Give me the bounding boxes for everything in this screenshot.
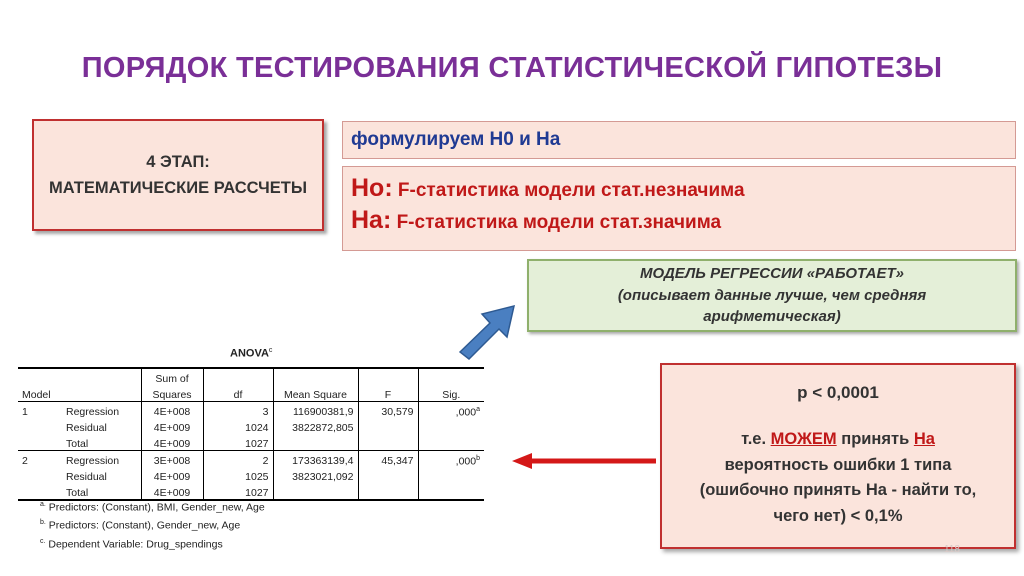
- result-prefix: т.е.: [741, 430, 771, 448]
- table-row: Residual 4E+009 1025 3823021,092: [18, 467, 484, 483]
- header-f: F: [358, 385, 419, 402]
- alternative-hypothesis: На: F-статистика модели стат.значима: [351, 205, 1015, 235]
- formulate-box: формулируем Н0 и На: [342, 121, 1016, 159]
- header-df: df: [203, 385, 274, 402]
- row-ms: 3822872,805: [273, 418, 359, 434]
- row-source: Residual: [62, 467, 142, 483]
- red-arrow-icon: [512, 453, 656, 469]
- result-line-4: чего нет) < 0,1%: [773, 506, 903, 525]
- footnote-a: a. Predictors: (Constant), BMI, Gender_n…: [40, 501, 265, 514]
- result-box: p < 0,0001 т.е. МОЖЕМ принять На вероятн…: [660, 363, 1016, 549]
- row-source: Regression: [62, 401, 142, 418]
- row-source: Regression: [62, 450, 142, 467]
- null-hypothesis: Но: F-статистика модели стат.незначима: [351, 174, 1015, 203]
- h1-label: На:: [351, 205, 392, 234]
- result-explanation: т.е. МОЖЕМ принять На вероятность ошибки…: [662, 427, 1014, 529]
- header-ms: Mean Square: [273, 385, 359, 402]
- header-model: Model: [22, 389, 51, 401]
- h1-text: F-статистика модели стат.значима: [391, 211, 722, 233]
- model-works-heading: МОДЕЛЬ РЕГРЕССИИ «РАБОТАЕТ»: [640, 264, 904, 282]
- anova-title-text: ANOVA: [230, 347, 269, 360]
- row-source: Total: [62, 434, 142, 451]
- blue-arrow-icon: [458, 304, 515, 360]
- row-source: Total: [62, 483, 142, 500]
- row-sig-sup: b: [476, 454, 480, 462]
- result-line-3: (ошибочно принять На - найти то,: [699, 481, 977, 500]
- result-line-2: вероятность ошибки 1 типа: [724, 455, 952, 474]
- header-sig: Sig.: [442, 389, 461, 401]
- row-ss: 4E+009: [141, 434, 204, 451]
- header-row-1: Sum of: [18, 368, 484, 385]
- table-row: Residual 4E+009 1024 3822872,805: [18, 418, 484, 434]
- model-number: 1: [22, 406, 28, 418]
- page-number: 118: [944, 544, 960, 555]
- row-ss: 4E+009: [141, 467, 204, 483]
- row-df: 1025: [203, 467, 274, 483]
- header-row-2: Model Squares df Mean Square F Sig.: [18, 385, 484, 402]
- result-can: МОЖЕМ: [770, 430, 837, 448]
- footnote-text: Predictors: (Constant), BMI, Gender_new,…: [45, 501, 265, 514]
- row-ss: 3E+008: [141, 450, 204, 467]
- row-sig-cell: ,000a: [418, 402, 484, 419]
- row-df: 1027: [203, 434, 274, 451]
- row-df: 1024: [203, 418, 274, 434]
- row-df: 1027: [203, 483, 274, 500]
- row-df: 3: [203, 401, 274, 418]
- header-ss2: Squares: [141, 385, 204, 402]
- model-number: 2: [22, 455, 28, 467]
- header-ss1: Sum of: [141, 368, 204, 385]
- footnote-mark: a.: [40, 501, 46, 508]
- footnote-mark: b.: [40, 519, 46, 526]
- model-works-box: МОДЕЛЬ РЕГРЕССИИ «РАБОТАЕТ» (описывает д…: [527, 259, 1017, 332]
- row-sig-cell: ,000b: [418, 451, 484, 468]
- row-f: 30,579: [358, 401, 419, 418]
- table-row: 2 Regression 3E+008 2 173363139,4 45,347…: [18, 450, 484, 468]
- row-ms: 116900381,9: [273, 401, 359, 418]
- model-works-desc-2: арифметическая): [703, 308, 841, 326]
- table-row: 1 Regression 4E+008 3 116900381,9 30,579…: [18, 401, 484, 419]
- row-ms: 3823021,092: [273, 467, 359, 483]
- footnote-mark: c.: [40, 538, 46, 545]
- stage-name: МАТЕМАТИЧЕСКИЕ РАССЧЕТЫ: [48, 179, 308, 197]
- row-f: 45,347: [358, 450, 419, 467]
- row-ss: 4E+008: [141, 401, 204, 418]
- table-row: Total 4E+009 1027: [18, 434, 484, 451]
- slide-title: ПОРЯДОК ТЕСТИРОВАНИЯ СТАТИСТИЧЕСКОЙ ГИПО…: [81, 52, 943, 84]
- h0-label: Но:: [351, 174, 393, 202]
- row-ms: 173363139,4: [273, 450, 359, 467]
- anova-title-sup: c: [268, 347, 273, 354]
- row-ss: 4E+009: [141, 483, 204, 500]
- p-value: p < 0,0001: [797, 383, 879, 402]
- stage-box: 4 ЭТАП: МАТЕМАТИЧЕСКИЕ РАССЧЕТЫ: [32, 119, 324, 231]
- row-source: Residual: [62, 418, 142, 434]
- footnote-b: b. Predictors: (Constant), Gender_new, A…: [40, 519, 240, 532]
- footnote-c: c. Dependent Variable: Drug_spendings: [40, 538, 223, 551]
- row-sig: ,000: [455, 406, 477, 418]
- row-df: 2: [203, 450, 274, 467]
- anova-table: Sum of Model Squares df Mean Square F Si…: [18, 367, 484, 501]
- table-row: Total 4E+009 1027: [18, 483, 484, 500]
- row-ss: 4E+009: [141, 418, 204, 434]
- stage-number: 4 ЭТАП:: [146, 152, 210, 171]
- footnote-text: Dependent Variable: Drug_spendings: [45, 538, 223, 551]
- row-sig: ,000: [455, 455, 477, 467]
- h0-text: F-статистика модели стат.незначима: [392, 180, 745, 201]
- result-line-1: т.е. МОЖЕМ принять На: [662, 427, 1014, 453]
- hypotheses-box: Но: F-статистика модели стат.незначима Н…: [342, 166, 1016, 251]
- row-sig-sup: a: [476, 405, 480, 413]
- anova-title: ANOVAc: [230, 347, 272, 360]
- model-works-desc-1: (описывает данные лучше, чем средняя: [617, 286, 927, 304]
- result-accept: принять: [836, 430, 914, 448]
- result-ha: На: [913, 430, 935, 448]
- footnote-text: Predictors: (Constant), Gender_new, Age: [45, 519, 241, 532]
